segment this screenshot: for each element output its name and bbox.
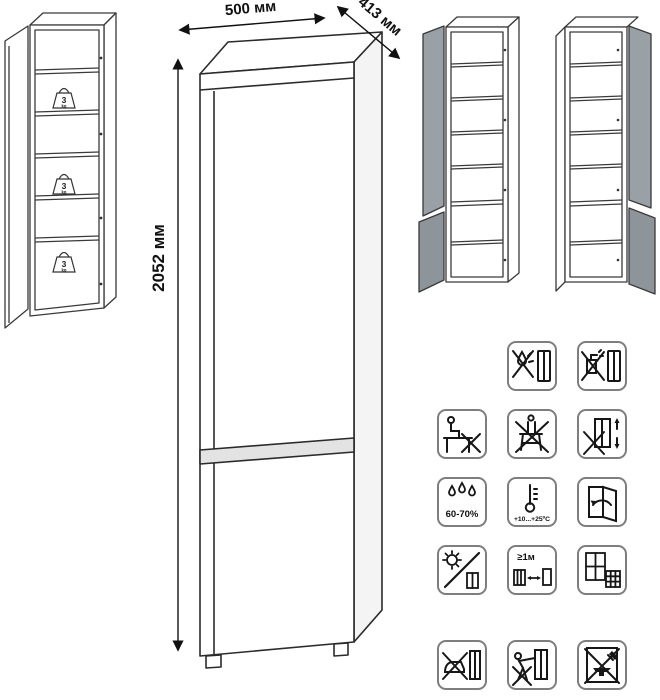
depth-dimension-arrow xyxy=(336,5,401,60)
no-direct-sunlight-icon xyxy=(437,545,487,595)
shelf-load-value: 3 xyxy=(62,259,67,269)
no-impact-icon xyxy=(577,640,627,690)
interior-views-drawing xyxy=(418,16,656,295)
no-moisture-icon xyxy=(507,341,557,391)
open-cabinet-drawing: 3 kg 3 kg 3 kg xyxy=(4,12,117,329)
no-pushing-icon xyxy=(507,640,557,690)
temperature-icon: +10...+25ºC xyxy=(507,477,557,527)
door-care-icon xyxy=(577,477,627,527)
height-dimension-label: 2052 мм xyxy=(149,224,168,292)
open-door xyxy=(422,25,445,217)
humidity-range-label: 60-70% xyxy=(446,509,479,520)
temperature-range-label: +10...+25ºC xyxy=(514,516,550,523)
open-door xyxy=(4,25,29,329)
humidity-icon: 60-70% xyxy=(437,477,487,527)
width-dimension-label: 500 мм xyxy=(224,0,277,19)
shelf-load-value: 3 xyxy=(62,95,67,105)
no-sitting-icon xyxy=(437,409,487,459)
shelf-load-unit: kg xyxy=(62,104,67,109)
no-hot-objects-icon xyxy=(437,640,487,690)
heater-distance-icon: ≥1м xyxy=(507,545,557,595)
min-distance-label: ≥1м xyxy=(517,552,535,563)
shelf-load-unit: kg xyxy=(62,190,67,195)
no-solvents-icon xyxy=(577,341,627,391)
handle-strip xyxy=(199,437,355,465)
ventilation-icon xyxy=(577,545,627,595)
width-dimension-arrow xyxy=(178,13,326,35)
shelf-load-value: 3 xyxy=(62,181,67,191)
cabinet-foot xyxy=(333,642,349,657)
open-door xyxy=(628,25,652,209)
cabinet-foot xyxy=(205,654,222,669)
no-tilting-icon xyxy=(577,409,627,459)
open-door xyxy=(628,207,656,295)
main-cabinet-drawing: 2052 мм 500 мм 413 мм xyxy=(149,0,405,669)
shelf-weight-icon xyxy=(52,87,76,273)
no-standing-icon xyxy=(507,409,557,459)
open-door xyxy=(418,211,445,293)
shelf-load-unit: kg xyxy=(62,268,67,273)
